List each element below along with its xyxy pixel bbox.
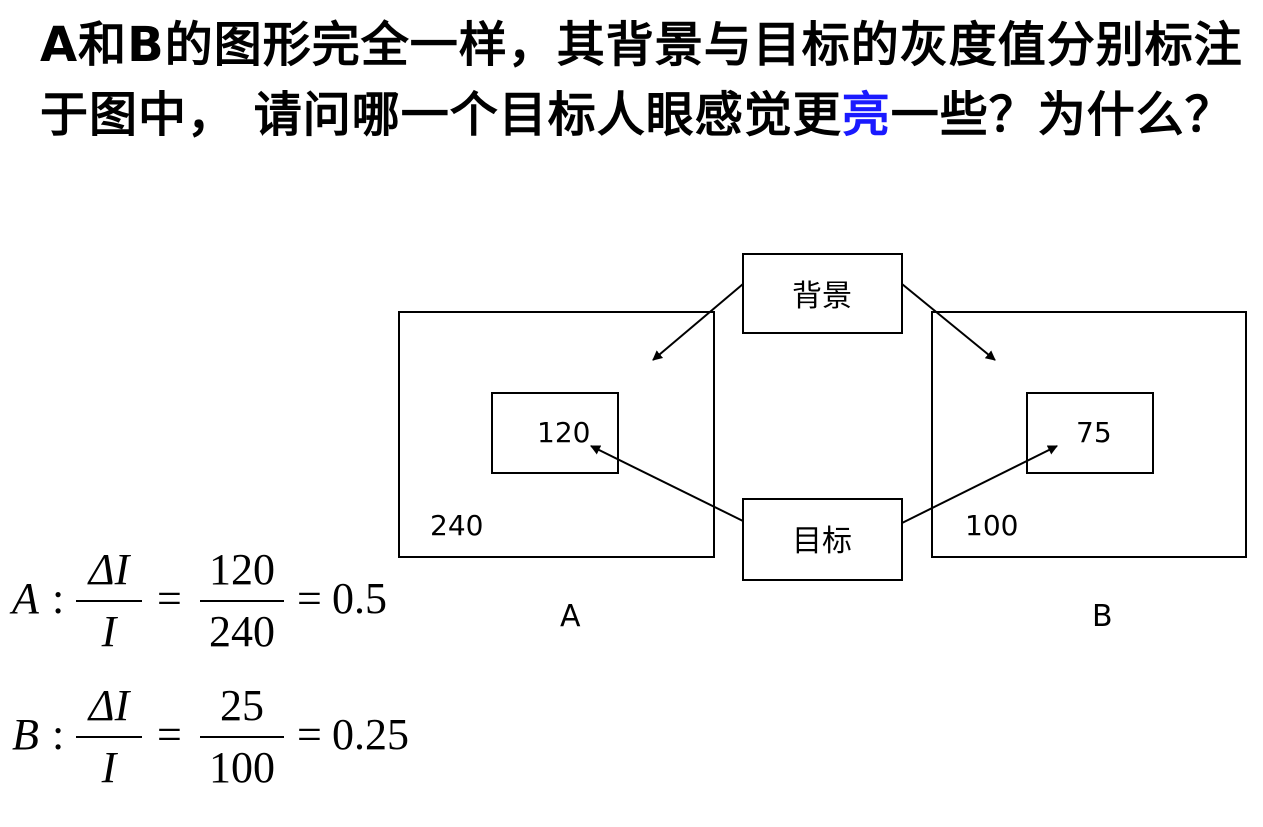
formula-b-ratio-fraction: ΔI I [76, 676, 142, 798]
target-label-box [742, 498, 903, 581]
formula-b-numerator: 25 [220, 681, 264, 730]
arrow-background-to-a [652, 283, 744, 361]
formula-a-value-bar [200, 600, 284, 602]
panel-a-target [491, 392, 619, 474]
panel-b-target-value: 75 [1076, 416, 1112, 449]
panel-b-background-value: 100 [965, 509, 1018, 542]
target-label: 目标 [792, 524, 852, 559]
formula-b-equals-2: = [297, 710, 322, 759]
formula-a: A : ΔI I = 120 240 = 0.5 [12, 540, 432, 660]
formula-a-ratio-fraction: ΔI I [76, 540, 142, 662]
formula-b-lhs: B [12, 710, 39, 759]
formula-a-equals-1: = [157, 574, 182, 623]
panel-b-caption: B [1092, 599, 1113, 634]
formula-a-fraction-bar [76, 600, 142, 602]
formula-a-equals-2: = [297, 574, 322, 623]
formula-b-fraction-bar [76, 736, 142, 738]
formula-b: B : ΔI I = 25 100 = 0.25 [12, 676, 432, 796]
formula-b-value-bar [200, 736, 284, 738]
formula-a-colon: : [52, 574, 65, 623]
arrow-target-to-a [590, 445, 744, 522]
formula-a-denominator: I [101, 607, 117, 656]
arrow-background-to-b [901, 283, 996, 361]
formula-a-numerator: 120 [209, 545, 275, 594]
question-part-2: 一些？为什么？ [890, 87, 1234, 143]
question-highlight-word: 亮 [841, 87, 891, 143]
panel-b-target [1026, 392, 1154, 474]
question-text: A和B的图形完全一样，其背景与目标的灰度值分别标注于图中， 请问哪一个目标人眼感… [40, 10, 1255, 150]
arrow-target-to-b [901, 445, 1058, 524]
formula-a-result: 0.5 [332, 574, 387, 623]
panel-a-target-value: 120 [537, 416, 590, 449]
formula-b-value-denominator: 100 [209, 743, 275, 792]
background-label-box [742, 253, 903, 334]
formula-b-equals-1: = [157, 710, 182, 759]
background-label: 背景 [792, 279, 852, 314]
formula-a-delta: ΔI [88, 545, 130, 594]
formula-b-colon: : [52, 710, 65, 759]
formula-a-value-denominator: 240 [209, 607, 275, 656]
formula-a-value-fraction: 120 240 [200, 540, 284, 662]
formula-b-value-fraction: 25 100 [200, 676, 284, 798]
formula-b-denominator: I [101, 743, 117, 792]
question-part-1: A和B的图形完全一样，其背景与目标的灰度值分别标注于图中， 请问哪一个目标人眼感… [40, 17, 1243, 143]
formula-a-lhs: A [12, 574, 39, 623]
formula-b-delta: ΔI [88, 681, 130, 730]
formula-b-result: 0.25 [332, 710, 409, 759]
panel-a-background-value: 240 [430, 509, 483, 542]
panel-a-caption: A [560, 599, 581, 634]
